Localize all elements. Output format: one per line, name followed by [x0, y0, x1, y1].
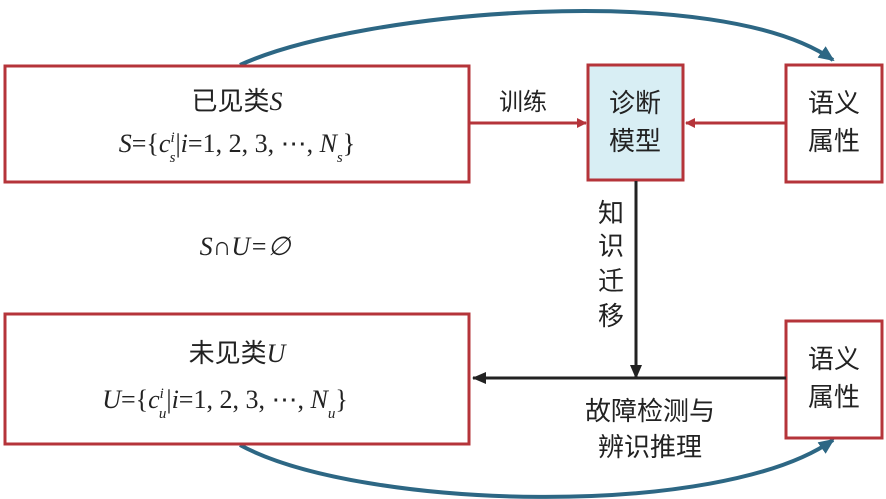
- transfer-char: 识: [598, 232, 624, 262]
- seen-class-box: [3, 64, 471, 184]
- model-label-line2: 模型: [609, 127, 661, 157]
- semantic-attribute-box-top: [784, 63, 884, 184]
- attr-top-line1: 语义: [808, 89, 860, 119]
- intersection-label: S∩U=∅: [200, 232, 292, 261]
- semantic-attribute-box-bottom: [784, 319, 884, 440]
- seen-class-title: 已见类S: [191, 87, 282, 117]
- unseen-class-box: [3, 312, 471, 446]
- attr-top-line2: 属性: [808, 127, 860, 157]
- curve-arrow-bottom: [239, 438, 835, 499]
- transfer-char: 移: [598, 302, 624, 332]
- train-label: 训练: [499, 88, 547, 116]
- detect-label-line2: 辨识推理: [598, 433, 702, 463]
- attr-bottom-line1: 语义: [808, 345, 860, 375]
- transfer-char: 知: [598, 199, 624, 229]
- model-label-line1: 诊断: [609, 89, 661, 119]
- curve-arrow-top: [239, 9, 835, 67]
- unseen-class-title: 未见类U: [189, 339, 288, 369]
- diagnosis-model-box: [586, 63, 685, 182]
- transfer-char: 迁: [598, 267, 624, 297]
- attr-bottom-line2: 属性: [808, 383, 860, 413]
- detect-label-line1: 故障检测与: [585, 397, 715, 427]
